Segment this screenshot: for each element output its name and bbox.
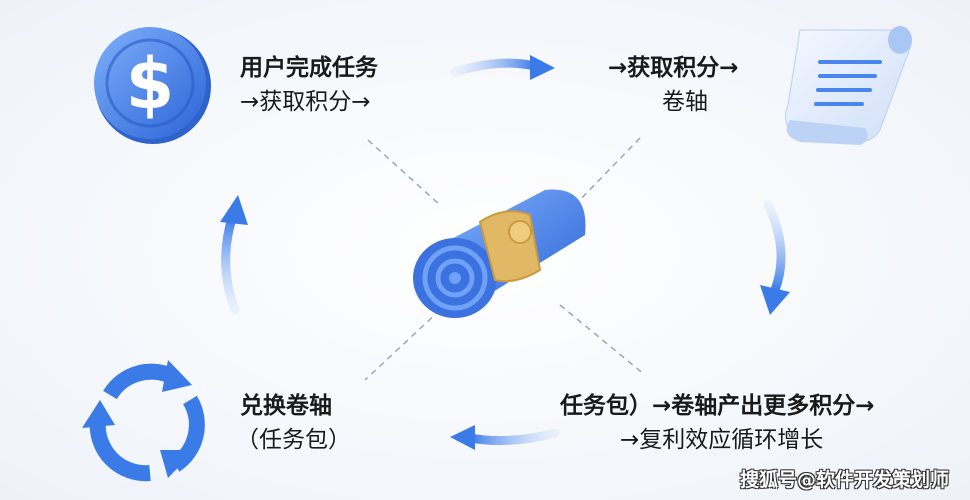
dollar-coin-icon: $	[94, 27, 211, 144]
complete-task-title: 用户完成任务	[240, 55, 378, 81]
exchange-subtitle: （任务包）	[236, 427, 351, 453]
compound-subtitle: →复利效应循环增长	[620, 427, 824, 453]
arrow-down-icon	[760, 200, 790, 315]
arrow-up-icon	[220, 195, 248, 315]
rolled-scroll-icon	[413, 189, 586, 318]
exchange-title: 兑换卷轴	[240, 393, 332, 419]
svg-text:$: $	[126, 43, 175, 125]
arrow-right-icon	[450, 55, 555, 80]
get-points-title: →获取积分→	[608, 55, 739, 81]
arrow-left-icon	[450, 425, 560, 450]
document-scroll-icon	[784, 26, 912, 145]
watermark: 搜狐号@软件开发策划师	[740, 469, 950, 491]
complete-task-subtitle: →获取积分→	[240, 89, 371, 115]
dashed-connectors	[364, 137, 646, 381]
get-points-subtitle: 卷轴	[662, 89, 708, 115]
compound-title: 任务包）→卷轴产出更多积分→	[560, 393, 875, 419]
